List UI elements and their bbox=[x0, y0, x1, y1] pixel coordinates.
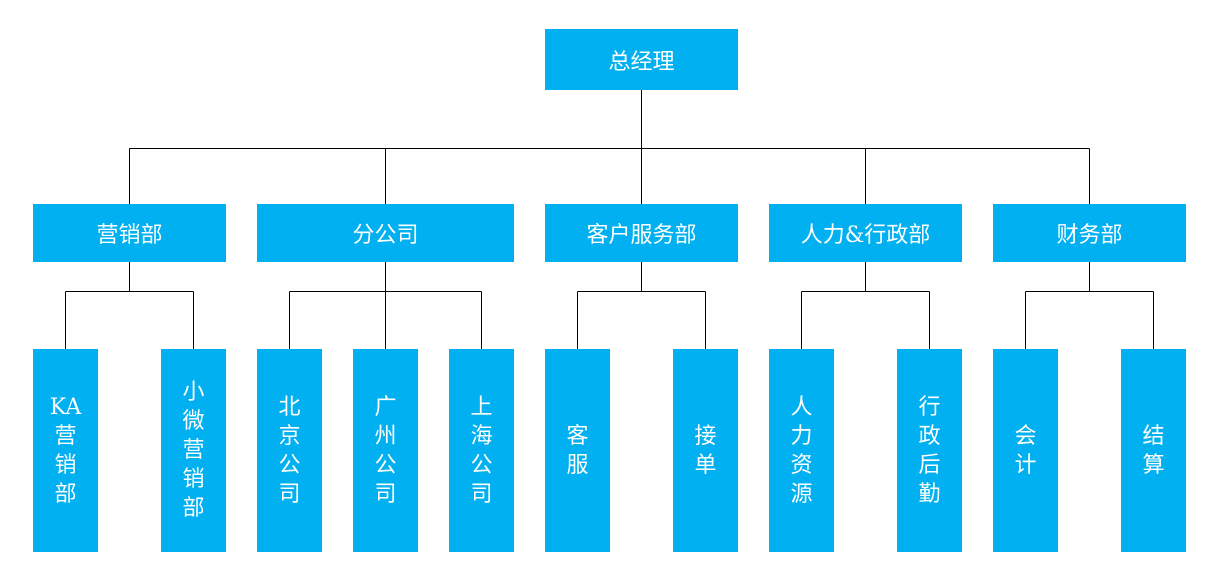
sub-node-label: 人力资源 bbox=[790, 394, 813, 507]
dept-node-branches: 分公司 bbox=[257, 204, 514, 262]
sub-node-label: 结算 bbox=[1142, 423, 1165, 478]
sub-node-label: 客服 bbox=[566, 423, 589, 478]
sub-node-label: 接单 bbox=[694, 423, 717, 478]
sub-node-admin-logistics: 行政后勤 bbox=[897, 349, 962, 552]
root-node-label: 总经理 bbox=[608, 49, 675, 75]
dept-node-customer-service: 客户服务部 bbox=[545, 204, 738, 262]
sub-node-beijing-company: 北京公司 bbox=[257, 349, 322, 552]
sub-node-shanghai-company: 上海公司 bbox=[449, 349, 514, 552]
dept-node-label: 财务部 bbox=[1056, 223, 1123, 248]
sub-node-customer-support: 客服 bbox=[545, 349, 610, 552]
sub-node-label: 小微营销部 bbox=[182, 380, 205, 521]
sub-node-accounting: 会计 bbox=[993, 349, 1058, 552]
sub-node-label: 广州公司 bbox=[374, 394, 397, 507]
sub-node-label: 北京公司 bbox=[278, 394, 301, 507]
dept-node-label: 客户服务部 bbox=[586, 223, 697, 248]
dept-node-marketing: 营销部 bbox=[33, 204, 226, 262]
sub-node-label: 上海公司 bbox=[470, 394, 493, 507]
sub-node-guangzhou-company: 广州公司 bbox=[353, 349, 418, 552]
dept-node-finance: 财务部 bbox=[993, 204, 1186, 262]
sub-node-small-micro-marketing: 小微营销部 bbox=[161, 349, 226, 552]
dept-node-label: 营销部 bbox=[96, 223, 163, 248]
dept-node-label: 人力&行政部 bbox=[800, 223, 931, 248]
sub-node-label: 行政后勤 bbox=[918, 394, 941, 507]
sub-node-human-resources: 人力资源 bbox=[769, 349, 834, 552]
sub-node-label: 会计 bbox=[1014, 423, 1037, 478]
root-node: 总经理 bbox=[545, 29, 738, 90]
sub-node-order-taking: 接单 bbox=[673, 349, 738, 552]
dept-node-hr-admin: 人力&行政部 bbox=[769, 204, 962, 262]
sub-node-settlement: 结算 bbox=[1121, 349, 1186, 552]
dept-node-label: 分公司 bbox=[352, 223, 419, 248]
